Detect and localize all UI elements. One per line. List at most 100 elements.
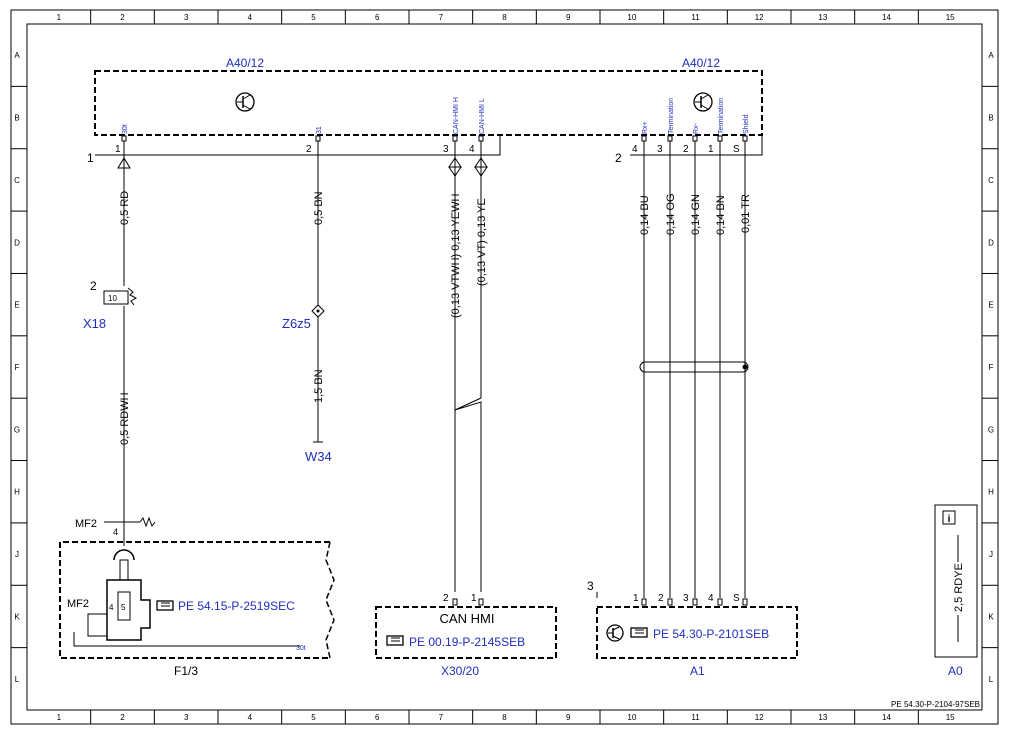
row-letter: B	[988, 114, 993, 123]
reference-hand-icon	[630, 627, 648, 638]
fuse-reference-link[interactable]: PE 54.15-P-2519SEC	[178, 599, 295, 613]
connector-3-label: 3	[587, 579, 594, 593]
reference-hand-icon	[156, 600, 174, 611]
pin-label-termination: Termination	[718, 98, 725, 134]
column-number: 11	[691, 713, 700, 722]
pin-label-shield: Shield	[743, 114, 750, 134]
a1-reference-link[interactable]: PE 54.30-P-2101SEB	[653, 627, 769, 641]
column-number: 14	[882, 713, 891, 722]
row-letter: G	[14, 425, 20, 434]
wire-30t	[117, 141, 131, 512]
pin-label-31: 31	[316, 126, 323, 134]
row-letter: J	[15, 550, 19, 559]
column-number: 12	[755, 13, 764, 22]
a0-box-label: A0	[948, 664, 963, 678]
row-letter: F	[989, 363, 994, 372]
column-number: 4	[248, 713, 253, 722]
row-letter: C	[14, 176, 20, 185]
a1-wires	[639, 141, 749, 598]
pin-number: S	[733, 144, 740, 155]
column-number: 3	[184, 713, 189, 722]
fuse-30t-label: 30t	[296, 645, 306, 652]
electronic-module-icon	[693, 92, 713, 112]
wire-label: 0,5 RDWH	[119, 392, 131, 445]
column-number: 10	[627, 13, 636, 22]
row-letter: F	[15, 363, 20, 372]
x18-pin: 10	[108, 294, 117, 303]
pin-label-rx-plus: Rx+	[642, 121, 649, 134]
row-letter: L	[15, 675, 20, 684]
wire-label: (0,13 VTWH) 0,13 YEWH	[450, 193, 462, 318]
a40-12-module-box	[94, 70, 763, 136]
fuse-pin-b: 4	[109, 603, 114, 612]
row-letter: D	[988, 238, 994, 247]
column-number: 9	[566, 13, 571, 22]
row-letter: B	[14, 114, 19, 123]
column-number: 15	[946, 713, 955, 722]
x18-pin-group: 2	[90, 279, 97, 293]
connector-2-label: 2	[615, 151, 622, 165]
row-letter: A	[14, 51, 20, 60]
column-number: 2	[120, 713, 125, 722]
pin-label-can-hmi-h: CAN-HMI H	[453, 97, 460, 134]
a40-12-right-label: A40/12	[682, 56, 720, 70]
pin-label-30t: 30t	[122, 124, 129, 134]
pin-number: 3	[443, 144, 449, 155]
column-number: 4	[248, 13, 253, 22]
w34-label: W34	[305, 449, 332, 464]
wire-label: 0,14 GN	[690, 194, 702, 235]
pin-number: 1	[708, 144, 714, 155]
can-wires	[448, 141, 488, 592]
a1-pin-number: 3	[683, 593, 689, 604]
info-icon	[942, 510, 956, 525]
can-pin	[478, 598, 484, 606]
column-number: 6	[375, 13, 380, 22]
a40-12-left-label: A40/12	[226, 56, 264, 70]
pin-number: 1	[115, 144, 121, 155]
row-labels-left: A B C D E F G H J K L	[14, 51, 20, 684]
row-letter: H	[988, 488, 994, 497]
column-number: 1	[57, 713, 62, 722]
pin-label-termination: Termination	[668, 98, 675, 134]
pin-label-rx-minus: Rx-	[693, 122, 700, 134]
electronic-module-icon	[606, 624, 624, 642]
pin-label-can-hmi-l: CAN-HMI L	[479, 98, 486, 134]
wire-label: 1,5 BN	[313, 369, 325, 403]
wire-label: 2,5 RDYE	[953, 563, 965, 612]
pin-number: 2	[683, 144, 689, 155]
column-number: 13	[818, 13, 827, 22]
row-letter: J	[989, 550, 993, 559]
row-letter: H	[14, 488, 20, 497]
row-letter: D	[14, 238, 20, 247]
column-number: 8	[502, 13, 507, 22]
row-letter: K	[14, 612, 20, 621]
can-hmi-box	[375, 606, 557, 659]
row-letter: G	[988, 425, 994, 434]
wire-label: (0,13 VT) 0,13 YE	[476, 198, 488, 286]
column-number: 14	[882, 13, 891, 22]
electronic-module-icon	[235, 92, 255, 112]
wire-31	[311, 141, 325, 443]
row-letter: E	[14, 301, 19, 310]
mf2-left-label: MF2	[67, 598, 89, 610]
fuse-box-label: F1/3	[174, 664, 198, 678]
connector-2-bar	[630, 136, 763, 156]
a0-box	[934, 504, 978, 658]
can-reference-link[interactable]: PE 00.19-P-2145SEB	[409, 635, 525, 649]
row-letter: C	[988, 176, 994, 185]
row-letter: L	[989, 675, 994, 684]
document-number: PE 54.30-P-2104-97SEB	[891, 700, 980, 709]
x18-label: X18	[83, 316, 106, 331]
column-number: 12	[755, 713, 764, 722]
a1-pin-number: S	[733, 593, 740, 604]
a1-pins	[641, 598, 748, 606]
a1-pin-number: 1	[633, 593, 639, 604]
column-number: 2	[120, 13, 125, 22]
fuse-pin-c: 5	[121, 603, 126, 612]
column-number: 8	[502, 713, 507, 722]
column-number: 7	[439, 13, 444, 22]
row-letter: E	[988, 301, 993, 310]
column-number: 15	[946, 13, 955, 22]
reference-hand-icon	[386, 635, 404, 646]
